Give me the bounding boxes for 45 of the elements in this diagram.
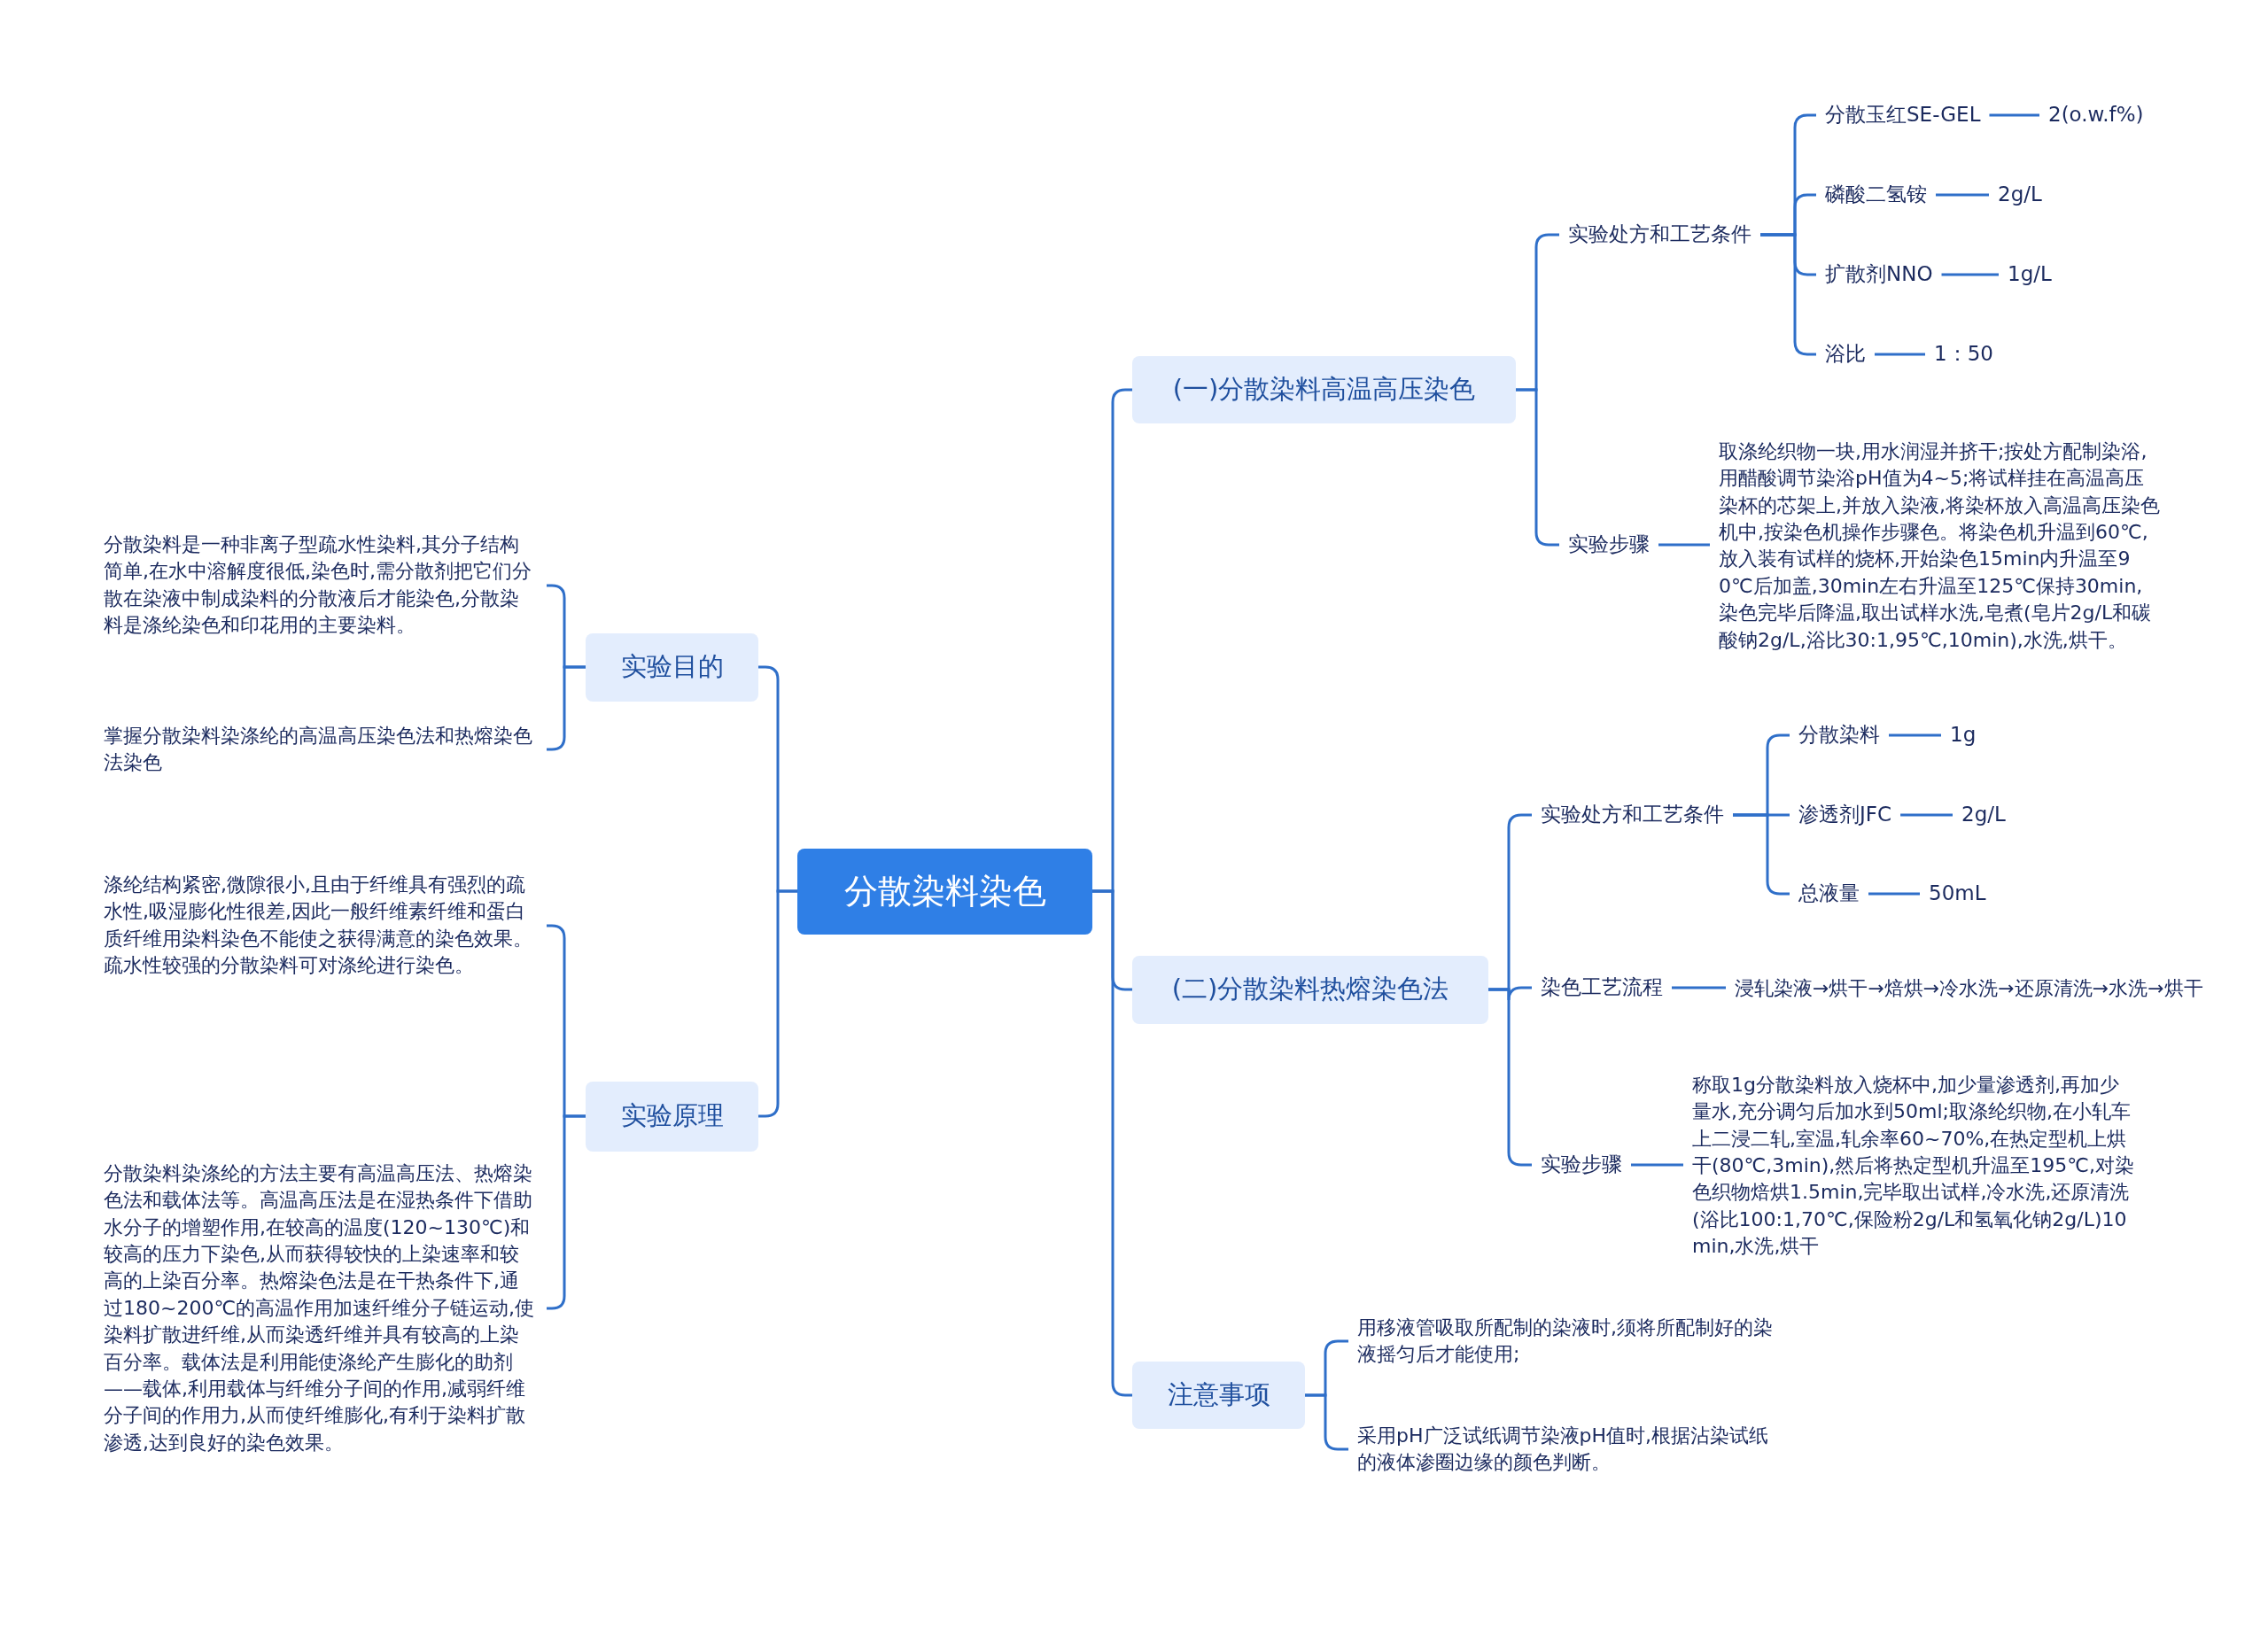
connector-line <box>1936 193 1989 197</box>
topic-label: 实验步骤 <box>1559 531 1658 559</box>
topic-text: 涤纶结构紧密,微隙很小,且由于纤维具有强烈的疏水性,吸湿膨化性很差,因此一般纤维素纤维和蛋白质纤维用染料染色不能使之获得满意的染色效果。疏水性较强的分散染料可对涤纶进行染色。 <box>95 872 547 980</box>
topic-label: 2g/L <box>1953 801 2015 829</box>
topic-label: 实验处方和工艺条件 <box>1559 221 1760 249</box>
topic-label: 磷酸二氢铵 <box>1816 181 1936 209</box>
connector-line <box>758 889 797 1118</box>
topic-label: 浴比 <box>1816 340 1875 369</box>
topic-label: 1g <box>1941 721 1985 749</box>
branch-topic: 注意事项 <box>1132 1362 1305 1429</box>
connector-line <box>1631 1163 1683 1167</box>
topic-label: 2g/L <box>1989 181 2051 209</box>
topic-label: 1：50 <box>1925 340 2002 369</box>
topic-label: 总液量 <box>1790 880 1868 908</box>
connector-line <box>1875 353 1925 356</box>
topic-label: 实验处方和工艺条件 <box>1532 801 1733 829</box>
branch-topic: 实验原理 <box>586 1081 758 1152</box>
central-topic: 分散染料染色 <box>797 848 1092 935</box>
connector-line <box>1889 733 1941 737</box>
branch-topic: (二)分散染料热熔染色法 <box>1132 955 1488 1024</box>
topic-label: 分散玉红SE-GEL <box>1816 101 1990 129</box>
topic-label: 50mL <box>1920 880 1995 908</box>
connector-line <box>1658 543 1710 547</box>
topic-label: 2(o.w.f%) <box>2039 101 2153 129</box>
topic-label: 1g/L <box>1999 260 2061 289</box>
connector-line <box>1868 892 1920 896</box>
topic-text: 浸轧染液→烘干→焙烘→冷水洗→还原清洗→水洗→烘干 <box>1726 974 2231 1003</box>
topic-label: 实验步骤 <box>1532 1151 1631 1179</box>
topic-text: 掌握分散染料染涤纶的高温高压染色法和热熔染色法染色 <box>95 722 547 777</box>
connector-line <box>1941 273 1999 276</box>
topic-text: 称取1g分散染料放入烧杯中,加少量渗透剂,再加少量水,充分调匀后加水到50ml;取涤纶织物,在小轧车上二浸二轧,室温,轧余率60~70%,在热定型机上烘干(80℃,3min),然后将热定型机升温至195℃,对染色织物焙烘1.5min,完毕取出试样,冷水洗,还原清洗(浴比100:1,70℃,保险粉2g/L和氢氧化钠2g/L)10min,水洗,烘干 <box>1683 1071 2144 1261</box>
branch-topic: (一)分散染料高温高压染色 <box>1132 356 1516 423</box>
topic-text: 分散染料是一种非离子型疏水性染料,其分子结构简单,在水中溶解度很低,染色时,需分散剂把它们分散在染液中制成染料的分散液后才能染色,分散染料是涤纶染色和印花用的主要染料。 <box>95 532 547 640</box>
connector-line <box>1672 986 1726 989</box>
branch-topic: 实验目的 <box>586 632 758 702</box>
connector-line <box>1989 113 2039 117</box>
topic-text: 采用pH广泛试纸调节染液pH值时,根据沾染试纸的液体渗圈边缘的颜色判断。 <box>1348 1422 1791 1477</box>
topic-label: 渗透剂JFC <box>1790 801 1901 829</box>
topic-text: 分散染料染涤纶的方法主要有高温高压法、热熔染色法和载体法等。高温高压法是在湿热条件下借助水分子的增塑作用,在较高的温度(120~130℃)和较高的压力下染色,从而获得较快的上染速率和较高的上染百分率。热熔染色法是在干热条件下,通过180~200℃的高温作用加速纤维分子链运动,使染料扩散进纤维,从而染透纤维并具有较高的上染百分率。载体法是利用能使涤纶产生膨化的助剂——载体,利用载体与纤维分子间的作用,减弱纤维分子间的作用力,从而使纤维膨化,有利于染料扩散渗透,达到良好的染色效果。 <box>95 1160 547 1456</box>
topic-text: 用移液管吸取所配制的染液时,须将所配制好的染液摇匀后才能使用; <box>1348 1314 1791 1369</box>
topic-label: 分散染料 <box>1790 721 1889 749</box>
topic-label: 扩散剂NNO <box>1816 260 1942 289</box>
topic-text: 取涤纶织物一块,用水润湿并挤干;按处方配制染浴,用醋酸调节染浴pH值为4~5;将试样挂在高温高压染杯的芯架上,并放入染液,将染杯放入高温高压染色机中,按染色机操作步骤色。将染色机升温到60℃,放入装有试样的烧杯,开始染色15min内升温至90℃后加盖,30min左右升温至125℃保持30min,染色完毕后降温,取出试样水洗,皂煮(皂片2g/L和碳酸钠2g/L,浴比30:1,95℃,10min),水洗,烘干。 <box>1710 438 2171 654</box>
topic-label: 染色工艺流程 <box>1532 974 1672 1002</box>
connector-line <box>1900 813 1953 817</box>
